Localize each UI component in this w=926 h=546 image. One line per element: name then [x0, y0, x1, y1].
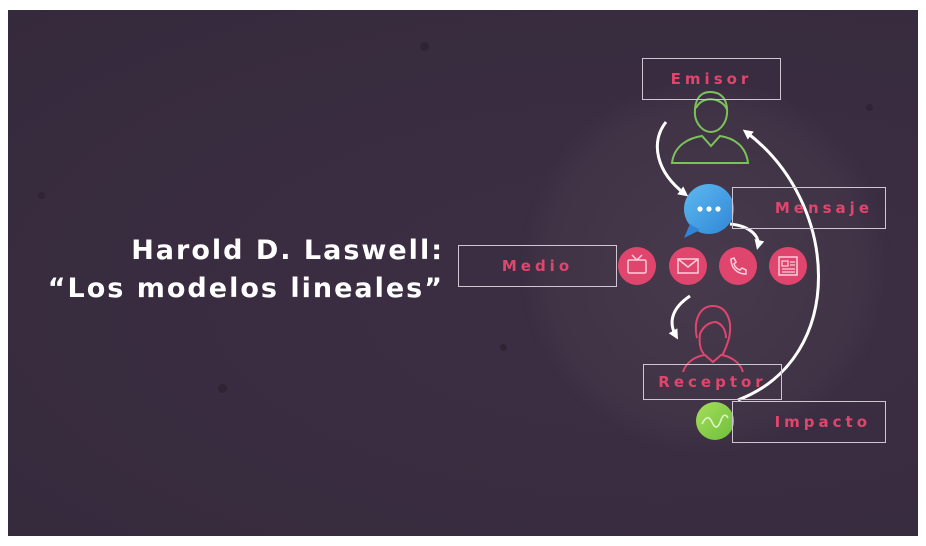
label-receptor-text: Receptor	[658, 373, 767, 391]
title-line-1: Harold D. Laswell:	[131, 235, 444, 266]
label-mensaje-text: Mensaje	[774, 199, 873, 217]
newspaper-icon	[769, 247, 807, 285]
label-medio-text: Medio	[501, 257, 574, 275]
flow-arrows	[655, 121, 820, 402]
decor-dot	[866, 104, 873, 111]
decor-dot	[218, 384, 227, 393]
page-title: Harold D. Laswell: “Los modelos lineales…	[48, 232, 444, 308]
label-emisor-text: Emisor	[670, 70, 753, 88]
decor-dot	[420, 42, 429, 51]
envelope-icon	[669, 247, 707, 285]
emisor-icon	[670, 90, 750, 164]
receptor-icon	[682, 304, 744, 373]
label-impacto: Impacto	[732, 401, 886, 443]
decor-dot	[38, 192, 45, 199]
label-mensaje: Mensaje	[732, 187, 886, 229]
title-line-2: “Los modelos lineales”	[47, 273, 444, 304]
label-impacto-text: Impacto	[774, 413, 871, 431]
arrow-medio-to-receptor	[668, 294, 691, 340]
chat-bubble-icon	[684, 184, 734, 238]
tv-icon	[618, 247, 656, 285]
arrow-impacto-to-emisor	[737, 129, 820, 402]
decor-dot	[500, 344, 507, 351]
arrow-mensaje-to-medio	[729, 222, 765, 250]
phone-icon	[719, 247, 757, 285]
arrow-emisor-to-mensaje	[655, 121, 689, 197]
label-emisor: Emisor	[642, 58, 781, 100]
wave-chart-icon	[696, 402, 734, 440]
label-medio: Medio	[458, 245, 617, 287]
label-receptor: Receptor	[643, 364, 782, 400]
